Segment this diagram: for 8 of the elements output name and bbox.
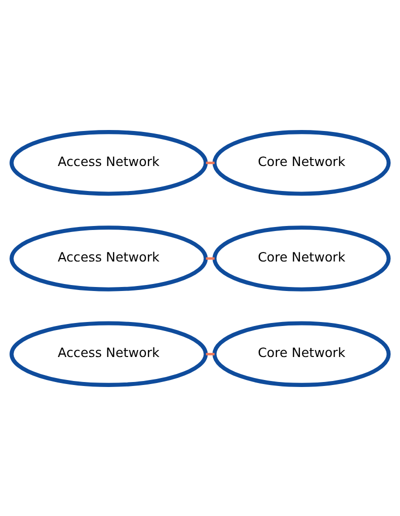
connector: [206, 352, 215, 355]
node-ellipse: Core Network: [212, 130, 391, 196]
node-ellipse: Access Network: [10, 130, 208, 196]
node-ellipse: Access Network: [10, 225, 208, 291]
node-ellipse: Core Network: [212, 320, 391, 386]
connector: [206, 161, 215, 164]
node-ellipse: Core Network: [212, 225, 391, 291]
node-ellipse: Access Network: [10, 320, 208, 386]
